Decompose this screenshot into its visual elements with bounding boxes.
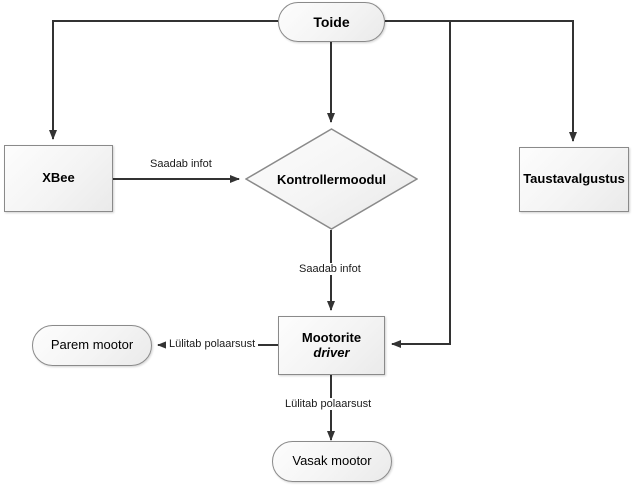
- node-backlight[interactable]: Taustavalgustus: [519, 147, 629, 212]
- node-left-motor-label: Vasak mootor: [292, 453, 372, 469]
- edge-power-to-xbee: [49, 20, 278, 140]
- edge-label-controller-to-motor-driver: Saadab infot: [296, 263, 364, 276]
- node-xbee[interactable]: XBee: [4, 145, 113, 212]
- node-motor-driver[interactable]: Mootorite driver: [278, 316, 385, 375]
- node-power-label: Toide: [313, 13, 350, 30]
- node-motor-driver-label-line1: Mootorite: [301, 329, 362, 345]
- edge-label-motor-driver-to-right-motor: Lülitab polaarsust: [166, 338, 259, 351]
- edge-label-motor-driver-to-left-motor: Lülitab polaarsust: [282, 398, 375, 411]
- edge-label-xbee-to-controller: Saadab infot: [147, 158, 215, 171]
- node-xbee-label: XBee: [42, 170, 75, 186]
- node-power[interactable]: Toide: [278, 2, 385, 42]
- edge-power-to-backlight: [385, 20, 577, 142]
- node-right-motor[interactable]: Parem mootor: [32, 325, 152, 366]
- node-right-motor-label: Parem mootor: [50, 337, 134, 353]
- node-left-motor[interactable]: Vasak mootor: [272, 441, 392, 482]
- edge-power-to-motor-driver: [391, 21, 451, 348]
- node-motor-driver-label-line2: driver: [313, 344, 350, 360]
- node-controller[interactable]: Kontrollermoodul: [245, 128, 418, 230]
- node-backlight-label: Taustavalgustus: [523, 171, 625, 187]
- node-controller-label: Kontrollermoodul: [276, 171, 387, 187]
- diamond-shape: [245, 128, 418, 230]
